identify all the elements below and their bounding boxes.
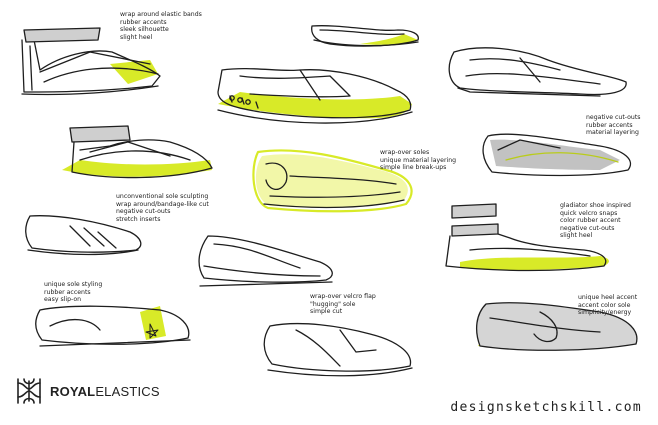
note-line: simplicity/energy — [578, 309, 632, 317]
note-wrap-bands: wrap around elastic bands rubber accents… — [120, 11, 202, 41]
note-line: wrap-over velcro flap — [310, 293, 376, 300]
note-wrap-over-soles: wrap-over soles unique material layering… — [380, 149, 456, 172]
note-line: sleek silhouette — [120, 26, 169, 34]
note-line: negative cut-outs — [560, 224, 615, 232]
note-line: wrap around elastic bands — [120, 11, 202, 18]
note-line: unconventional sole sculpting — [116, 193, 209, 200]
royal-elastics-crown-logo-icon — [17, 378, 41, 404]
note-line: easy slip-on — [44, 296, 82, 304]
note-line: "hugging" sole — [310, 300, 356, 308]
note-negative-cutouts: negative cut-outs rubber accents materia… — [586, 114, 640, 137]
note-line: slight heel — [560, 232, 593, 240]
brand-name: ROYALELASTICS — [50, 384, 160, 399]
note-heel-accent: unique heel accent accent color sole sim… — [578, 294, 637, 317]
note-line: quick velcro snaps — [560, 209, 618, 217]
note-line: wrap-over soles — [380, 149, 430, 156]
note-slip-on: unique sole styling rubber accents easy … — [44, 281, 102, 304]
shoe-sketch-slip-on — [35, 305, 191, 347]
shoe-sketch-wrap-bands — [21, 27, 161, 96]
note-sculpted-sole: unconventional sole sculpting wrap aroun… — [116, 193, 209, 223]
note-line: material layering — [586, 129, 639, 137]
shoe-sketch-top-middle — [311, 25, 419, 47]
shoe-sketch-sculpted-sole — [62, 125, 213, 179]
note-line: negative cut-outs — [116, 208, 171, 216]
note-line: unique material layering — [380, 156, 457, 164]
note-line: slight heel — [120, 33, 153, 41]
shoe-sketch-gladiator — [445, 203, 609, 272]
shoe-sketch-velcro-flap — [263, 322, 413, 377]
note-gladiator: gladiator shoe inspired quick velcro sna… — [560, 202, 631, 240]
website-url: designsketchskill.com — [450, 400, 642, 415]
note-line: accent color sole — [578, 301, 631, 309]
note-line: negative cut-outs — [586, 114, 641, 121]
brand-name-light: ELASTICS — [95, 383, 160, 399]
note-line: unique sole styling — [44, 281, 103, 288]
note-line: wrap around/bandage-like cut — [116, 200, 209, 208]
note-line: unique heel accent — [578, 294, 638, 301]
note-line: rubber accents — [44, 288, 91, 296]
brand-name-bold: ROYAL — [50, 383, 96, 399]
shoe-sketch-mid-left — [25, 215, 142, 256]
note-line: gladiator shoe inspired — [560, 202, 631, 209]
shoe-sketch-top-right — [448, 47, 627, 97]
note-line: stretch inserts — [116, 215, 161, 223]
note-line: rubber accents — [120, 18, 167, 26]
note-line: rubber accents — [586, 121, 633, 129]
shoe-sketch-heel-accent — [475, 302, 638, 351]
brand-logo: ROYALELASTICS — [14, 374, 160, 408]
shoe-sketch-open-sandal — [198, 235, 333, 287]
shoe-sketch-cleated — [217, 67, 413, 124]
note-line: color rubber accent — [560, 217, 621, 225]
note-velcro-flap: wrap-over velcro flap "hugging" sole sim… — [310, 293, 376, 316]
shoe-sketch-wrap-over-soles — [252, 149, 413, 213]
note-line: simple line break-ups — [380, 164, 447, 172]
note-line: simple cut — [310, 308, 343, 316]
shoe-sketch-negative-cutouts — [482, 133, 632, 177]
